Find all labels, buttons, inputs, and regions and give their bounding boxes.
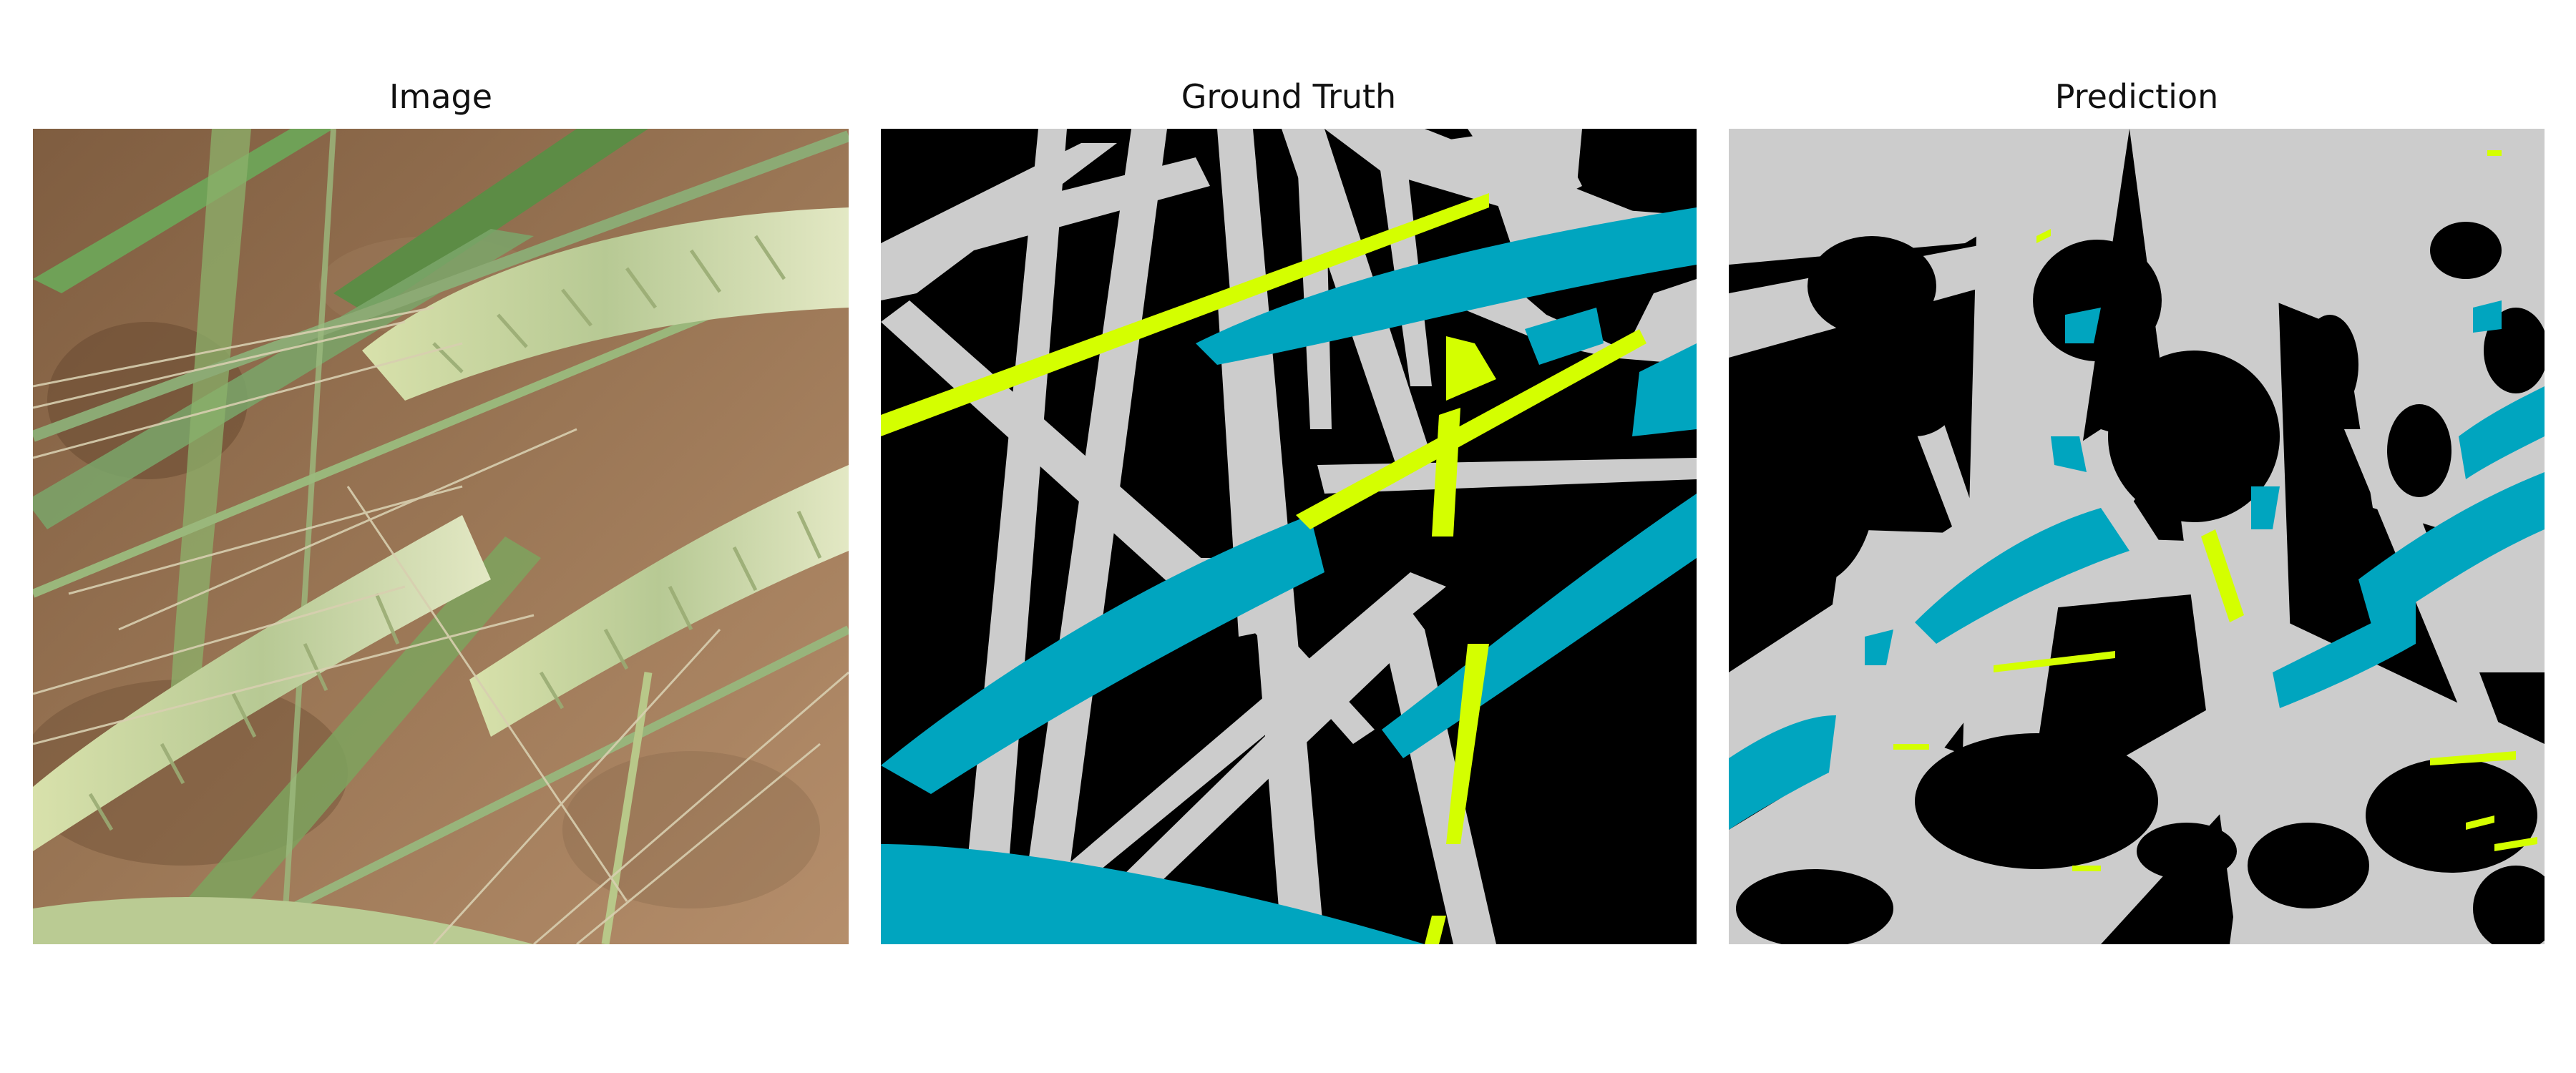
panel-title-ground-truth: Ground Truth [1181,77,1397,116]
wheat-photo [33,129,849,944]
panel-ground-truth [881,129,1697,944]
panel-image [33,129,849,944]
panel-prediction [1729,129,2545,944]
panel-title-prediction: Prediction [2054,77,2219,116]
panel-title-image: Image [389,77,493,116]
prediction-mask [1729,129,2545,944]
ground-truth-mask [881,129,1697,944]
